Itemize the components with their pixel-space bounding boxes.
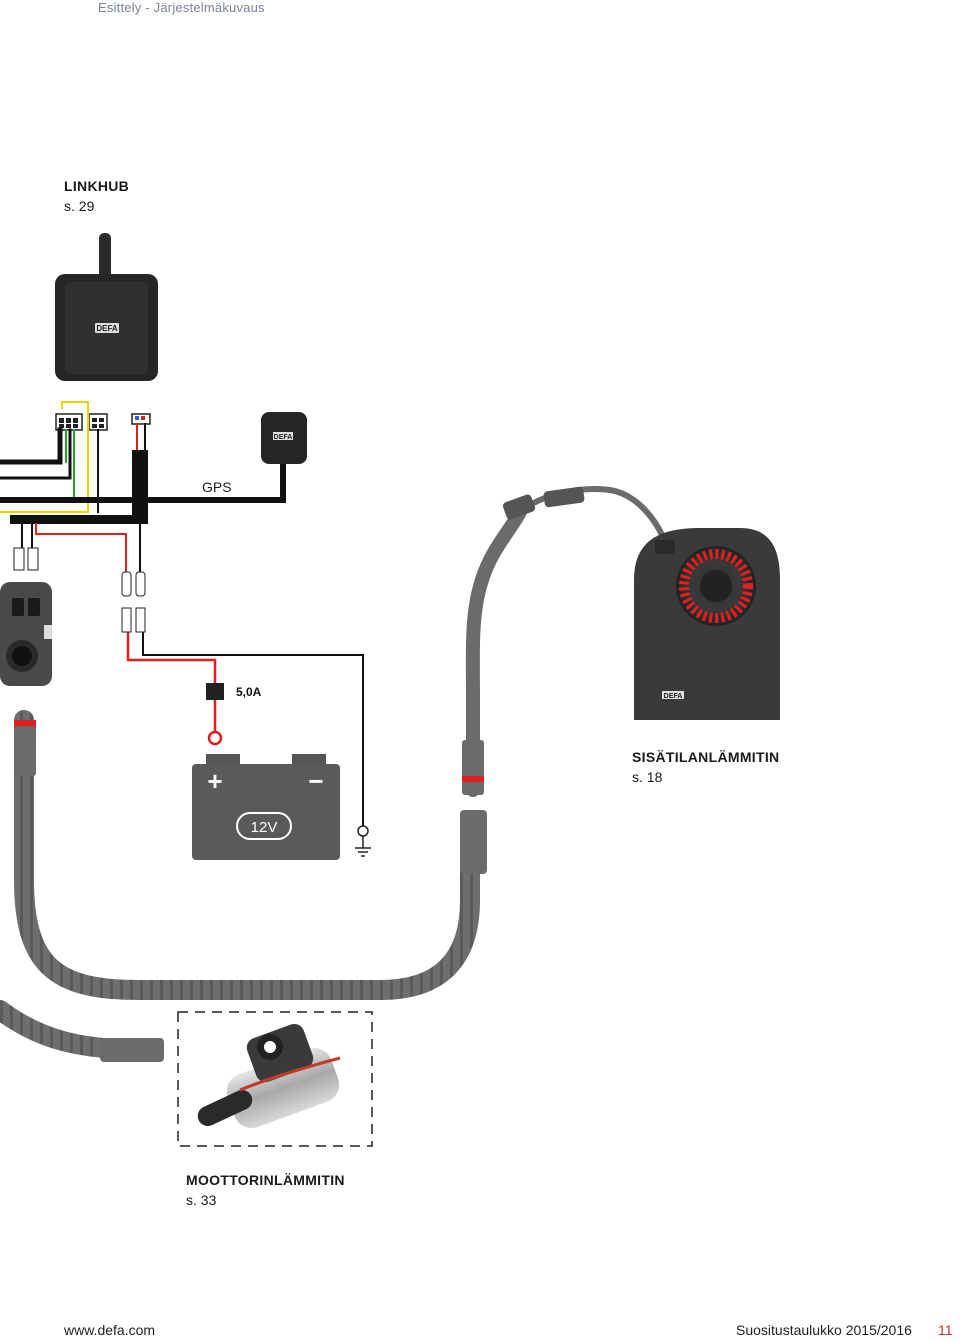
engine-heater-name: MOOTTORINLÄMMITIN: [186, 1172, 345, 1188]
engine-heater-page: s. 33: [186, 1192, 217, 1208]
defa-logo: [95, 323, 119, 333]
gps-label: GPS: [202, 479, 232, 495]
cabin-heater-page: s. 18: [632, 769, 663, 785]
linkhub-device: DEFA: [55, 233, 158, 381]
footer-page-number: 11: [938, 1322, 953, 1338]
footer-publication: Suositustaulukko 2015/2016: [736, 1322, 912, 1338]
linkhub-label: LINKHUB s. 29: [64, 176, 129, 216]
linkhub-name: LINKHUB: [64, 178, 130, 194]
battery-plus: +: [207, 766, 222, 796]
antenna: [99, 233, 111, 281]
cabin-heater-label: SISÄTILANLÄMMITIN s. 18: [632, 747, 779, 787]
battery-minus: −: [308, 766, 323, 796]
defa-logo-text: DEFA: [96, 324, 118, 333]
battery: + − 12V: [192, 754, 340, 860]
cabin-heater-device: DEFA: [634, 528, 780, 720]
engine-heater-label: MOOTTORINLÄMMITIN s. 33: [186, 1170, 345, 1210]
linkhub-page: s. 29: [64, 198, 95, 214]
control-switch: [0, 582, 52, 686]
footer-website[interactable]: www.defa.com: [64, 1322, 156, 1338]
wires: [0, 401, 364, 826]
heater-logo-text: DEFA: [664, 693, 683, 700]
power-cable: [0, 486, 671, 1062]
gps-receiver: DEFA: [261, 412, 307, 464]
gps-logo-text: DEFA: [274, 434, 293, 441]
fuse: [206, 683, 224, 746]
cabin-heater-name: SISÄTILANLÄMMITIN: [632, 749, 780, 765]
battery-voltage: 12V: [251, 819, 278, 836]
ground-icon: [355, 825, 371, 857]
breadcrumb: Esittely - Järjestelmäkuvaus: [98, 0, 265, 15]
harness-connectors: [55, 413, 151, 431]
terminals: [13, 547, 146, 633]
fuse-label: 5,0A: [236, 685, 262, 699]
engine-heater-box: [177, 1011, 373, 1147]
